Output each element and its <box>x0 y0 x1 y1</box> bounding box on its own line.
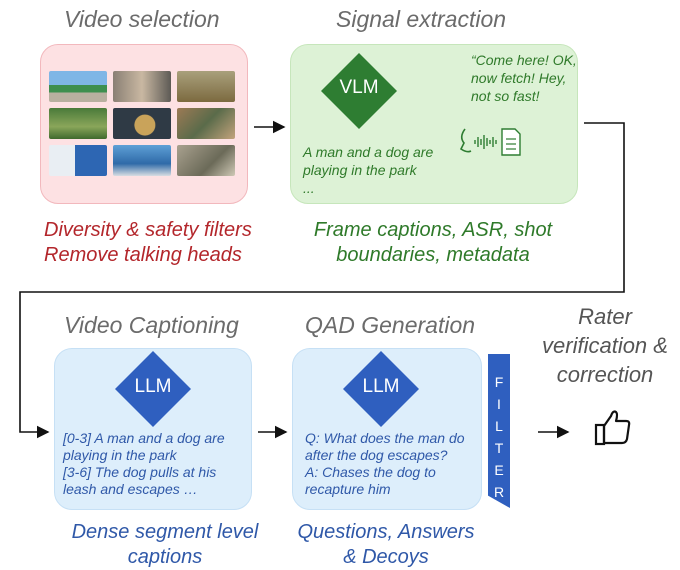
filter-letter: R <box>493 484 505 500</box>
vlm-diamond <box>321 53 397 129</box>
video-thumbnail <box>177 71 235 102</box>
video-captioning-caption: Dense segment level captions <box>71 521 259 568</box>
video-thumbnail <box>113 71 171 102</box>
filter-letter: I <box>497 396 501 412</box>
qad-text-line: A: Chases the dog to <box>305 464 436 480</box>
asr-quote-line: not so fast! <box>471 88 540 104</box>
video-thumbnail <box>177 145 235 176</box>
video-selection-title: Video selection <box>64 6 220 32</box>
signal-extraction-title: Signal extraction <box>336 6 507 32</box>
filter-bar: F I L T E R <box>488 354 510 508</box>
video-thumbnail <box>113 145 171 176</box>
segment-caption-line: [3-6] The dog pulls at his <box>63 464 217 480</box>
frame-caption-line: ... <box>303 180 315 196</box>
asr-quote-line: “Come here! OK, <box>471 52 577 68</box>
signal-extraction-box: VLM “Come here! OK, now fetch! Hey, not … <box>290 44 578 204</box>
rater-label: Rater verification & correction <box>542 304 668 387</box>
video-captioning-box: LLM [0-3] A man and a dog are playing in… <box>54 348 252 510</box>
video-thumbnail <box>113 108 171 139</box>
vlm-label: VLM <box>339 77 379 98</box>
asr-quote-line: now fetch! Hey, <box>471 70 567 86</box>
qad-text-line: after the dog escapes? <box>305 447 448 463</box>
thumbs-up-icon <box>594 410 631 446</box>
segment-caption-line: playing in the park <box>63 447 177 463</box>
qad-text-line: recapture him <box>305 481 391 497</box>
llm-label: LLM <box>362 376 400 397</box>
llm-label: LLM <box>134 376 172 397</box>
video-selection-box <box>40 44 248 204</box>
filter-letter: F <box>494 374 504 390</box>
frame-caption-line: A man and a dog are <box>303 144 434 160</box>
filter-letter: L <box>495 418 503 434</box>
speech-to-text-icon <box>459 128 521 156</box>
connector-extraction-to-captioning <box>19 122 625 439</box>
video-thumbnail <box>49 108 107 139</box>
video-thumbnail <box>177 108 235 139</box>
llm-diamond <box>115 351 191 427</box>
signal-extraction-caption: Frame captions, ASR, shot boundaries, me… <box>313 219 553 266</box>
filter-letter: E <box>494 462 504 478</box>
video-thumbnail <box>49 71 107 102</box>
frame-caption-line: playing in the park <box>303 162 417 178</box>
qad-generation-title: QAD Generation <box>305 312 476 338</box>
filter-letter: T <box>494 440 504 456</box>
video-captioning-title: Video Captioning <box>64 312 239 338</box>
segment-caption-line: leash and escapes … <box>63 481 198 497</box>
qad-generation-caption: Questions, Answers & Decoys <box>297 521 475 568</box>
qad-text-line: Q: What does the man do <box>305 430 465 446</box>
video-thumbnail <box>49 145 107 176</box>
qad-generation-box: LLM Q: What does the man do after the do… <box>292 348 482 510</box>
video-selection-caption: Diversity & safety filters Remove talkin… <box>44 219 252 266</box>
llm-diamond <box>343 351 419 427</box>
segment-caption-line: [0-3] A man and a dog are <box>63 430 225 446</box>
